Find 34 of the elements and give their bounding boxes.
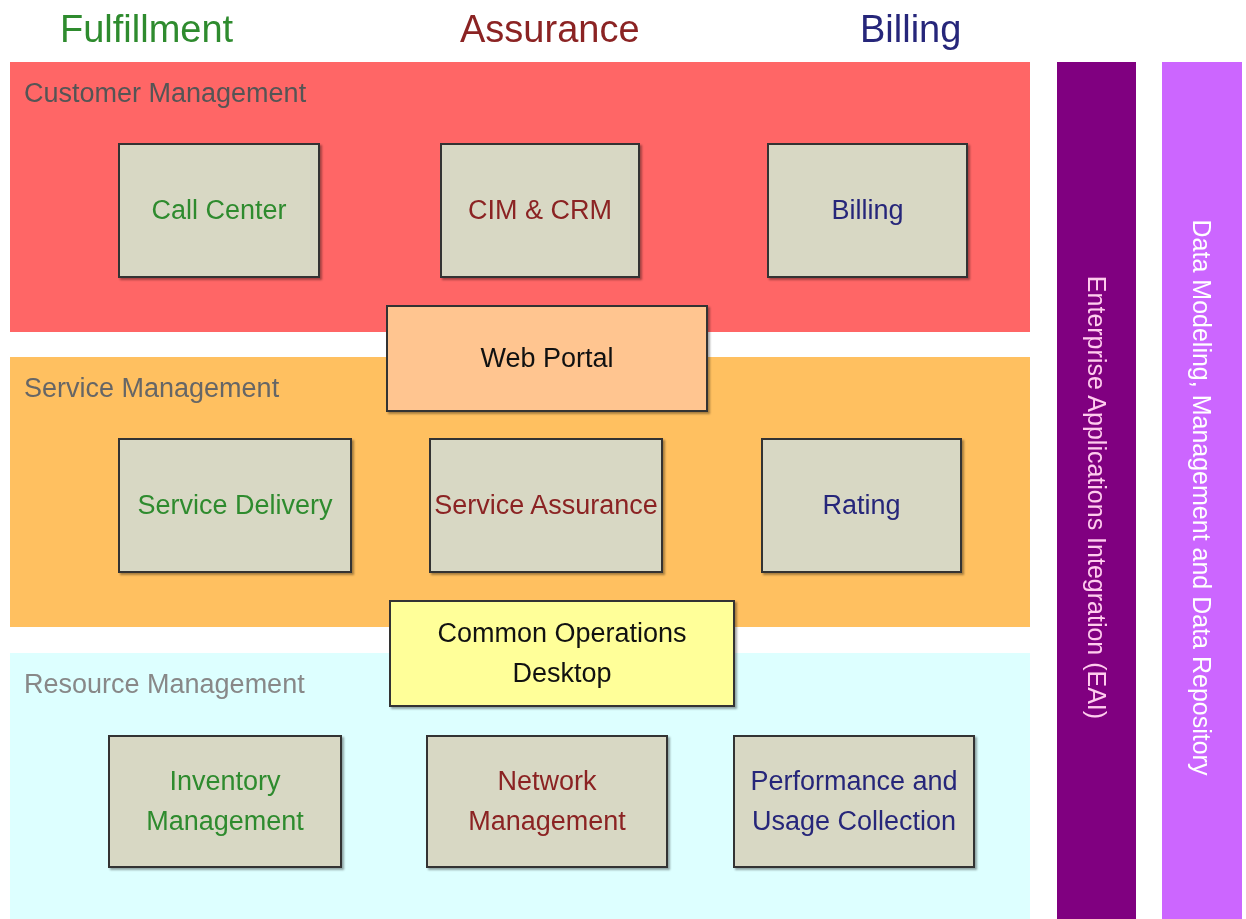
component-box	[426, 735, 668, 868]
component-label: Performance and Usage Collection	[749, 765, 959, 838]
shared-component-box	[389, 600, 735, 707]
component-box	[429, 438, 663, 573]
layer-heading: Customer Management	[24, 78, 307, 109]
layer-heading: Resource Management	[24, 669, 305, 700]
component-box	[767, 143, 968, 278]
vertical-bar	[1057, 62, 1136, 919]
component-box	[761, 438, 962, 573]
component-label: CIM & CRM	[468, 193, 612, 227]
component-box	[733, 735, 975, 868]
layer-heading: Service Management	[24, 373, 280, 404]
component-label: Network Management	[467, 765, 627, 838]
component-label: Call Center	[151, 193, 287, 227]
column-heading: Fulfillment	[60, 8, 234, 51]
component-label: Billing	[831, 193, 904, 227]
component-box	[440, 143, 640, 278]
shared-component-box	[386, 305, 708, 412]
component-label: Enterprise Applications Integration (EAI)	[1082, 275, 1111, 719]
layer-band	[10, 62, 1030, 332]
component-box	[108, 735, 342, 868]
component-label: Data Modeling, Management and Data Repository	[1187, 219, 1217, 775]
component-box	[118, 438, 352, 573]
layer-band	[10, 653, 1030, 919]
component-label: Web Portal	[480, 341, 614, 375]
component-box	[118, 143, 320, 278]
component-label: Common Operations Desktop	[436, 617, 688, 690]
component-label: Service Assurance	[434, 488, 658, 522]
column-heading: Assurance	[460, 8, 640, 51]
column-heading: Billing	[860, 8, 962, 51]
component-label: Inventory Management	[145, 765, 305, 838]
component-label: Rating	[822, 488, 901, 522]
vertical-bar	[1162, 62, 1242, 919]
component-label: Service Delivery	[137, 488, 333, 522]
